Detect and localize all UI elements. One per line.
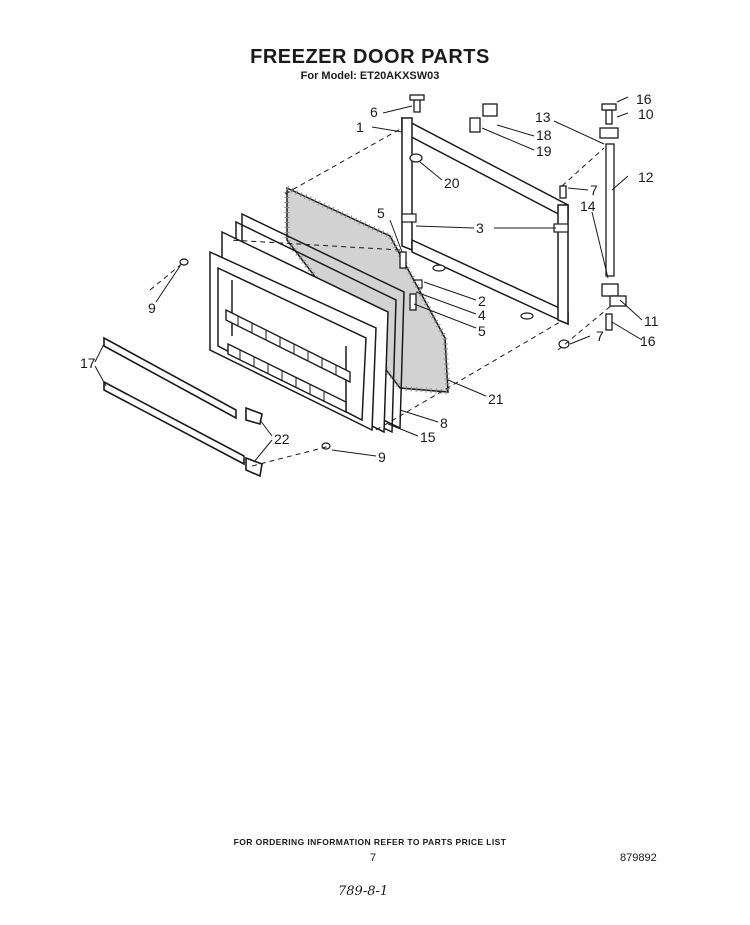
callout-15: 15 [420, 429, 436, 445]
callout-1: 1 [356, 119, 364, 135]
page-number: 7 [370, 852, 377, 864]
callout-9: 9 [378, 449, 386, 465]
callout-7: 7 [590, 182, 598, 198]
callout-8: 8 [440, 415, 448, 431]
spacer-parts [469, 103, 498, 133]
callout-2: 2 [478, 293, 486, 309]
assembly-guide-lines [149, 127, 613, 467]
callout-12: 12 [638, 169, 654, 185]
callout-20: 20 [444, 175, 460, 191]
callout-16: 16 [636, 91, 652, 107]
callout-14: 14 [580, 198, 596, 214]
callout-19: 19 [536, 143, 552, 159]
callout-17: 17 [80, 355, 96, 371]
handwritten-note: 789-8-1 [338, 884, 389, 899]
callout-5: 5 [478, 323, 486, 339]
callout-7: 7 [596, 328, 604, 344]
door-trim-strips [103, 336, 263, 478]
door-frame [401, 116, 569, 326]
door-shelf-ribs [225, 308, 351, 414]
leader-lines [94, 96, 643, 463]
ordering-info-note: FOR ORDERING INFORMATION REFER TO PARTS … [233, 837, 507, 847]
callout-9: 9 [148, 300, 156, 316]
door-shelf-rib-slats [237, 316, 337, 402]
door-insulation [284, 184, 451, 395]
callout-10: 10 [638, 106, 654, 122]
callout-11: 11 [644, 313, 659, 329]
callout-3: 3 [476, 220, 484, 236]
page-title: FREEZER DOOR PARTS [250, 46, 490, 68]
callout-5: 5 [377, 205, 385, 221]
model-number: For Model: ET20AKXSW03 [300, 70, 440, 82]
callout-13: 13 [535, 109, 551, 125]
callout-16: 16 [640, 333, 656, 349]
callout-numbers: 1 2 3 4 5 5 6 7 7 8 9 9 10 11 12 13 14 1… [80, 91, 659, 465]
callout-6: 6 [370, 104, 378, 120]
callout-21: 21 [488, 391, 504, 407]
callout-4: 4 [478, 307, 486, 323]
callout-18: 18 [536, 127, 552, 143]
callout-22: 22 [274, 431, 290, 447]
hinge-hardware [399, 94, 627, 331]
document-number: 879892 [620, 852, 657, 864]
